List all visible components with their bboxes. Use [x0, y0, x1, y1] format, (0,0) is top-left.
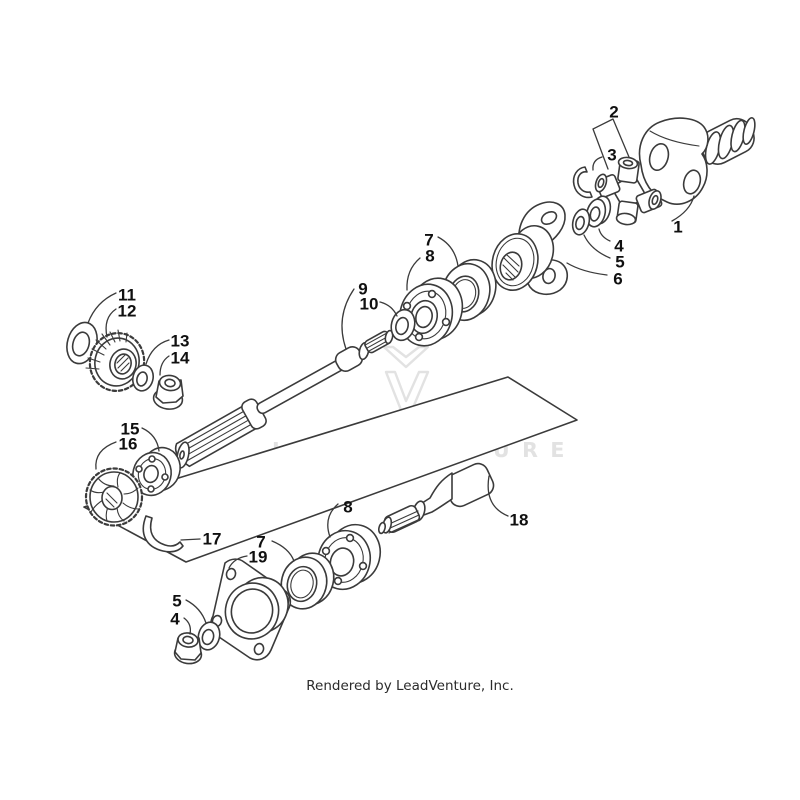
leader-line-11 — [87, 292, 117, 324]
callout-label-4: 4 — [614, 237, 624, 256]
part-7-seal-lower — [280, 552, 335, 610]
part-4-nut-lower — [173, 632, 203, 665]
leader-line-17 — [180, 538, 201, 541]
leader-line-2 — [592, 118, 630, 170]
part-13-washer — [132, 364, 154, 392]
leader-line-19 — [228, 555, 248, 569]
callout-label-10: 10 — [360, 295, 379, 314]
callout-label-15: 15 — [121, 420, 140, 439]
callout-label-5: 5 — [172, 592, 181, 611]
part-6-yoke-inner — [491, 201, 569, 296]
leader-line-15 — [141, 427, 160, 452]
callout-label-8: 8 — [343, 498, 352, 517]
part-9-10-washer — [390, 308, 416, 342]
part-15-16-bearing — [132, 446, 181, 497]
callout-label-6: 6 — [613, 270, 622, 289]
callout-label-12: 12 — [118, 302, 137, 321]
callout-label-18: 18 — [510, 511, 529, 530]
leader-line-5 — [185, 599, 207, 624]
callout-label-4: 4 — [170, 610, 180, 629]
callout-label-19: 19 — [249, 548, 268, 567]
leader-lines-layer — [87, 118, 695, 635]
leader-line-4 — [183, 617, 192, 635]
callout-label-16: 16 — [119, 435, 138, 454]
callout-label-11: 11 — [118, 286, 136, 305]
leader-line-5 — [583, 234, 611, 259]
part-4-spacer-upper — [585, 195, 612, 228]
callout-label-8: 8 — [425, 247, 434, 266]
part-11-washer — [66, 321, 98, 365]
part-15-16-gear — [84, 467, 144, 527]
part-2-ujoint-cross — [594, 156, 663, 226]
callout-label-14: 14 — [171, 349, 190, 368]
part-5-washer-lower — [197, 621, 221, 651]
part-5-washer-upper — [571, 208, 591, 236]
callout-label-17: 17 — [203, 530, 222, 549]
leader-line-10 — [379, 301, 398, 317]
part-12-bevel-gear — [85, 329, 146, 392]
leader-line-8 — [327, 503, 339, 538]
leader-line-16 — [95, 441, 117, 470]
callout-label-13: 13 — [171, 332, 190, 351]
leader-line-12 — [105, 308, 117, 338]
callout-label-9: 9 — [358, 280, 367, 299]
part-main-shaft — [174, 329, 394, 469]
leader-line-8 — [406, 257, 421, 291]
part-19-flange — [210, 558, 292, 661]
part-1-yoke-outer — [638, 117, 756, 205]
leader-line-7 — [437, 236, 459, 267]
leader-line-4 — [598, 228, 611, 242]
leader-line-9 — [341, 288, 355, 350]
leader-line-7 — [271, 540, 295, 562]
part-14-nut — [152, 374, 184, 410]
leader-line-13 — [145, 339, 170, 365]
leader-line-3 — [592, 156, 603, 171]
callout-label-7: 7 — [424, 231, 433, 250]
part-18-stub-shaft — [377, 462, 495, 535]
callout-label-5: 5 — [615, 253, 624, 272]
leader-line-18 — [487, 475, 509, 517]
callout-label-3: 3 — [607, 146, 616, 165]
callout-label-7: 7 — [256, 533, 265, 552]
callout-label-1: 1 — [673, 218, 682, 237]
part-3-snap-ring — [572, 166, 593, 199]
leadventure-logo-icon — [382, 345, 430, 412]
callout-label-2: 2 — [609, 103, 618, 122]
leader-line-14 — [159, 355, 170, 376]
footer-credit: Rendered by LeadVenture, Inc. — [306, 678, 514, 694]
part-17-shim — [142, 515, 184, 553]
leader-line-6 — [566, 262, 608, 276]
leader-line-1 — [671, 195, 695, 222]
